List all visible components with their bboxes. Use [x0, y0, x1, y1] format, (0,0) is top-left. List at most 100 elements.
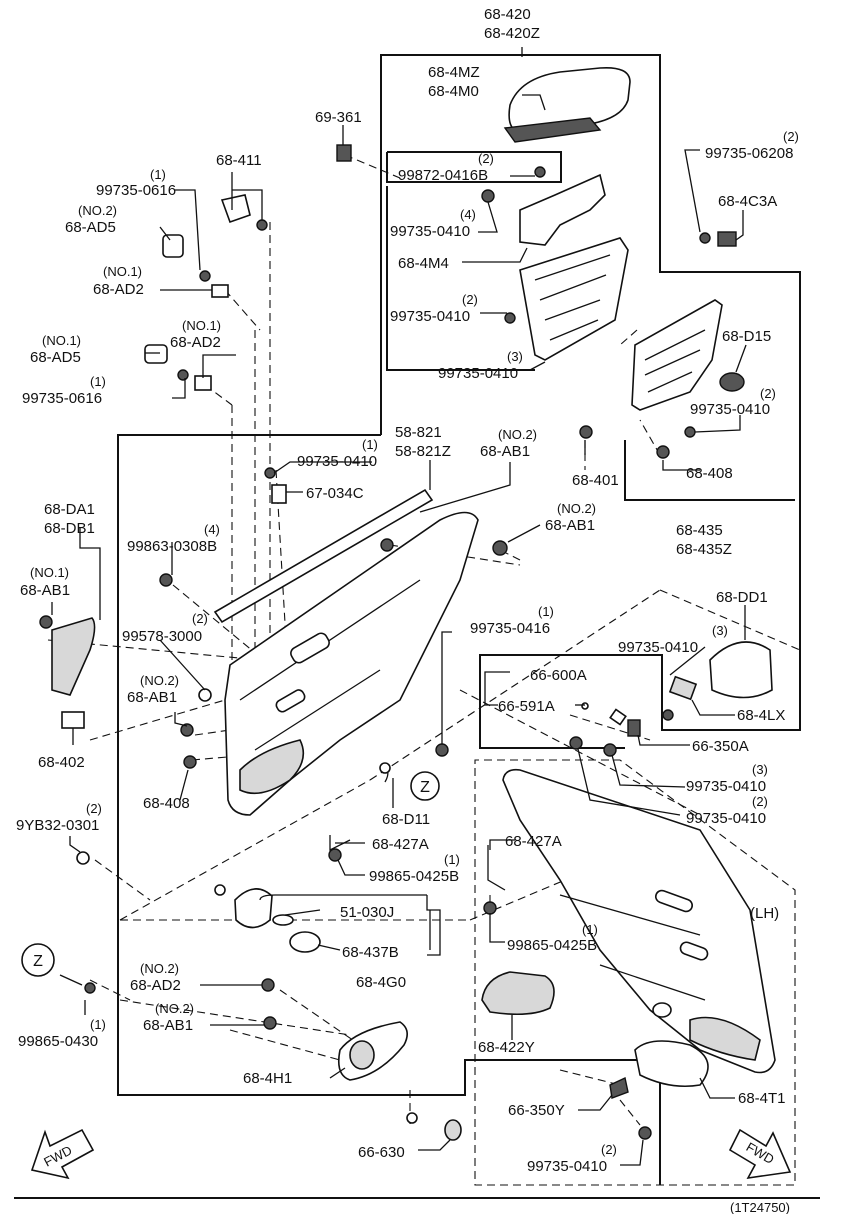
label-68-D15: 68-D15	[722, 328, 771, 345]
weatherstrip-58-821	[213, 488, 434, 624]
label-66-350Y: 66-350Y	[508, 1102, 565, 1119]
qty-99735-0410-a: (4)	[460, 207, 476, 222]
label-68-4H1: 68-4H1	[243, 1070, 292, 1087]
label-68-420Z: 68-420Z	[484, 25, 540, 42]
qty-99863-0308B: (4)	[204, 522, 220, 537]
label-51-030J: 51-030J	[340, 904, 394, 921]
z-ref-b: Z	[33, 953, 43, 970]
bezel-68-4LX	[668, 675, 698, 701]
qty-99735-0616-b: (1)	[90, 374, 106, 389]
label-68-D11: 68-D11	[382, 811, 430, 828]
label-68-AB1-d: 68-AB1	[127, 689, 177, 706]
qty-99865-0430: (1)	[90, 1017, 106, 1032]
qty-99735-06208: (2)	[783, 129, 799, 144]
qty-68-AD2-a: (NO.1)	[103, 264, 142, 279]
label-99735-0416: 99735-0416	[470, 620, 550, 637]
qty-68-AB1-b: (NO.2)	[557, 501, 596, 516]
label-68-AD5-b: 68-AD5	[30, 349, 81, 366]
clip-67-034C	[271, 484, 287, 504]
fwd-arrow-left: FWD	[30, 1128, 95, 1180]
pocket-68-4T1	[634, 1040, 709, 1088]
screw-99872	[534, 166, 546, 178]
label-99865-0430: 99865-0430	[18, 1033, 98, 1050]
label-68-408-a: 68-408	[686, 465, 733, 482]
label-68-437B: 68-437B	[342, 944, 399, 961]
label-67-034C: 67-034C	[306, 485, 364, 502]
label-68-4LX: 68-4LX	[737, 707, 785, 724]
label-99735-0616-a: 99735-0616	[96, 182, 176, 199]
label-68-AD2-a: 68-AD2	[93, 281, 144, 298]
label-99735-0410-g: 99735-0410	[686, 778, 766, 795]
label-9YB32-0301: 9YB32-0301	[16, 817, 99, 834]
label-99865-0425B-a: 99865-0425B	[369, 868, 459, 885]
clip-68-411	[220, 194, 251, 224]
cap-68-D15	[719, 372, 745, 392]
label-99863-0308B: 99863-0308B	[127, 538, 217, 555]
label-68-427A-a: 68-427A	[372, 836, 429, 853]
door-panel-lh	[502, 768, 776, 1074]
clip-68-AD2-b	[194, 375, 212, 391]
qty-68-AD2-c: (NO.2)	[140, 961, 179, 976]
qty-99735-0410-b: (2)	[462, 292, 478, 307]
label-99735-0410-h: 99735-0410	[686, 810, 766, 827]
clip-68-AD5-b	[144, 344, 168, 364]
label-68-408-b: 68-408	[143, 795, 190, 812]
z-ref-a: Z	[420, 779, 430, 796]
clip-68-402	[61, 711, 85, 729]
qty-68-AD5-b: (NO.1)	[42, 333, 81, 348]
label-68-DA1: 68-DA1	[44, 501, 95, 518]
part-shapes	[39, 66, 776, 1141]
labels: 68-420 68-420Z 68-4MZ 68-4M0 69-361 68-4…	[16, 6, 799, 1214]
label-68-402: 68-402	[38, 754, 85, 771]
side-label: (LH)	[750, 905, 779, 922]
qty-68-AD2-b: (NO.1)	[182, 318, 221, 333]
leader-lines	[51, 47, 747, 1166]
label-68-AD2-c: 68-AD2	[130, 977, 181, 994]
label-66-600A: 66-600A	[530, 667, 587, 684]
qty-99735-0410-e: (1)	[362, 437, 378, 452]
qty-99735-0616-a: (1)	[150, 167, 166, 182]
label-68-AB1-b: 68-AB1	[545, 517, 595, 534]
fwd-arrow-right: FWD	[728, 1128, 792, 1180]
label-68-4MZ: 68-4MZ	[428, 64, 480, 81]
label-99872-0416B: 99872-0416B	[398, 167, 488, 184]
qty-68-AB1-d: (NO.2)	[140, 673, 179, 688]
label-66-630: 66-630	[358, 1144, 405, 1161]
label-99735-0410-a: 99735-0410	[390, 223, 470, 240]
label-99735-0410-f: 99735-0410	[618, 639, 698, 656]
qty-99735-0410-d: (2)	[760, 386, 776, 401]
qty-99872-0416B: (2)	[478, 151, 494, 166]
qty-99735-0410-c: (3)	[507, 349, 523, 364]
qty-68-AB1-a: (NO.2)	[498, 427, 537, 442]
label-99735-0410-b: 99735-0410	[390, 308, 470, 325]
label-99578-3000: 99578-3000	[122, 628, 202, 645]
label-68-AB1-c: 68-AB1	[20, 582, 70, 599]
panel-pocket	[239, 739, 305, 795]
label-68-AB1-a: 68-AB1	[480, 443, 530, 460]
armrest-frame	[519, 237, 629, 361]
label-68-435Z: 68-435Z	[676, 541, 732, 558]
label-68-DB1: 68-DB1	[44, 520, 95, 537]
label-99735-0410-c: 99735-0410	[438, 365, 518, 382]
label-58-821Z: 58-821Z	[395, 443, 451, 460]
qty-68-AB1-e: (NO.2)	[155, 1001, 194, 1016]
clip-69-361	[336, 144, 352, 162]
diagram-reference-code: (1T24750)	[730, 1200, 790, 1214]
trim-68-DA1	[51, 617, 96, 696]
armrest-base	[503, 117, 602, 143]
plug-68-437B	[289, 931, 321, 953]
label-58-821: 58-821	[395, 424, 442, 441]
qty-99578-3000: (2)	[192, 611, 208, 626]
label-68-4M0: 68-4M0	[428, 83, 479, 100]
label-66-350A: 66-350A	[692, 738, 749, 755]
label-68-435: 68-435	[676, 522, 723, 539]
label-68-AB1-e: 68-AB1	[143, 1017, 193, 1034]
label-68-427A-b: 68-427A	[505, 833, 562, 850]
qty-99865-0425B-a: (1)	[444, 852, 460, 867]
qty-99735-0410-f: (3)	[712, 623, 728, 638]
handle-68-DD1	[709, 641, 773, 699]
door-panel-main	[224, 511, 479, 816]
bracket-sub-box	[386, 186, 535, 371]
label-99735-0616-b: 99735-0616	[22, 390, 102, 407]
